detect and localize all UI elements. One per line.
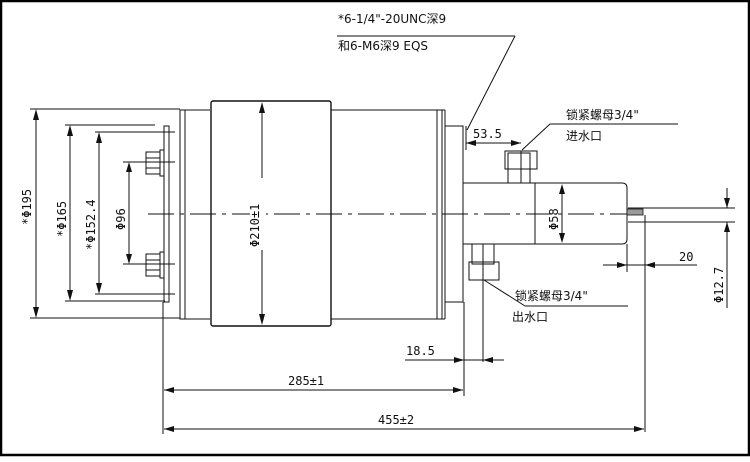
left-dimensions: *Φ195 *Φ165 *Φ152.4 Φ96 <box>20 108 180 319</box>
coupling-assembly <box>462 150 644 281</box>
dim-stud-spacing: Φ96 <box>114 208 128 230</box>
inlet-nut <box>507 152 531 184</box>
shaft-length-dim: 20 <box>603 215 697 318</box>
stud-bottom <box>145 251 165 279</box>
thread-note: *6-1/4"-20UNC深9 和6-M6深9 EQS <box>337 12 516 131</box>
note-line-1: *6-1/4"-20UNC深9 <box>338 12 446 26</box>
inlet-offset-dim: 53.5 <box>465 126 521 150</box>
inlet-nut-label: 锁紧螺母3/4" <box>566 107 639 122</box>
dim-outlet-offset: 18.5 <box>406 344 435 358</box>
outlet-callout: 锁紧螺母3/4" 出水口 <box>483 279 628 324</box>
dim-body-dia: Φ210±1 <box>248 204 262 247</box>
dim-shaft-dia: Φ12.7 <box>712 267 726 303</box>
bottom-dimensions: 18.5 285±1 455±2 <box>162 280 646 434</box>
mount-flange <box>145 109 210 320</box>
dim-inlet-offset: 53.5 <box>473 127 502 141</box>
note-line-2: 和6-M6深9 EQS <box>338 39 428 53</box>
stud-top <box>145 149 165 177</box>
dim-body-length: 285±1 <box>288 374 324 388</box>
coupling-head <box>534 182 628 245</box>
flange-plate-outer <box>179 109 186 320</box>
inlet-callout: 锁紧螺母3/4" 进水口 <box>521 107 678 151</box>
dim-overall-length: 455±2 <box>378 413 414 427</box>
dim-shaft-length: 20 <box>679 250 693 264</box>
dim-outer-flange: *Φ195 <box>20 189 34 225</box>
note-leader <box>466 35 516 131</box>
dim-coupling-dia: Φ58 <box>547 208 561 230</box>
shaft-diameter-dim: Φ12.7 <box>628 188 735 308</box>
coupling-diameter-dim: Φ58 <box>547 184 565 243</box>
dim-pilot: *Φ152.4 <box>84 199 98 250</box>
body-sleeve <box>210 100 332 327</box>
outlet-label: 出水口 <box>512 310 548 324</box>
inlet-label: 进水口 <box>566 129 602 143</box>
dim-bolt-circle: *Φ165 <box>55 201 69 237</box>
shaft-stub <box>626 208 644 216</box>
outlet-nut-label: 锁紧螺母3/4" <box>515 288 588 303</box>
body-diameter-dim: Φ210±1 <box>248 102 266 325</box>
